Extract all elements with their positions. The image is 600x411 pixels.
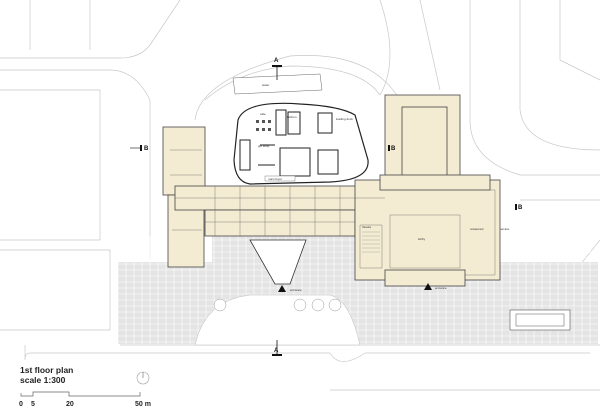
north-arrow-icon — [136, 371, 150, 385]
label-terrace: terrace — [500, 227, 510, 231]
label-cafe: cafe — [260, 112, 266, 116]
label-water: water — [262, 83, 269, 87]
section-a-bottom: A — [274, 348, 279, 354]
scale-tick-0: 0 — [19, 401, 23, 408]
water-basin: water — [232, 73, 323, 95]
scale-bar: 0 5 20 50 m — [19, 391, 151, 408]
main-building: theatre lobby restaurant terrace — [162, 94, 510, 287]
triangle-pavilion: entrance entrance — [249, 239, 447, 292]
label-restaurant: restaurant — [470, 227, 484, 231]
label-lobby: lobby — [418, 237, 426, 241]
label-gift-shop: gift shop — [258, 144, 270, 148]
section-a-top: A — [274, 58, 279, 64]
pavilion-building: cafe kitchen loading dock gift shop main… — [233, 102, 369, 185]
scale-tick-50: 50 m — [135, 401, 151, 408]
label-theatre: theatre — [362, 225, 372, 229]
plan-title: 1st floor plan — [20, 365, 74, 375]
label-loading-dock: loading dock — [336, 117, 353, 121]
label-entrance-2: entrance — [435, 286, 447, 290]
paving-area — [117, 236, 598, 346]
section-markers: A A B B B — [130, 58, 523, 356]
section-b-left: B — [144, 146, 149, 152]
scale-tick-5: 5 — [31, 401, 35, 408]
scale-tick-20: 20 — [66, 401, 74, 408]
label-entrance-1: entrance — [290, 288, 302, 292]
section-b-right: B — [518, 205, 523, 211]
section-b-mid: B — [391, 146, 396, 152]
plan-caption: 1st floor plan scale 1:300 — [20, 365, 73, 385]
plan-scale: scale 1:300 — [20, 375, 66, 385]
label-kitchen: kitchen — [287, 115, 297, 119]
label-main-foyer: main foyer — [268, 177, 282, 181]
